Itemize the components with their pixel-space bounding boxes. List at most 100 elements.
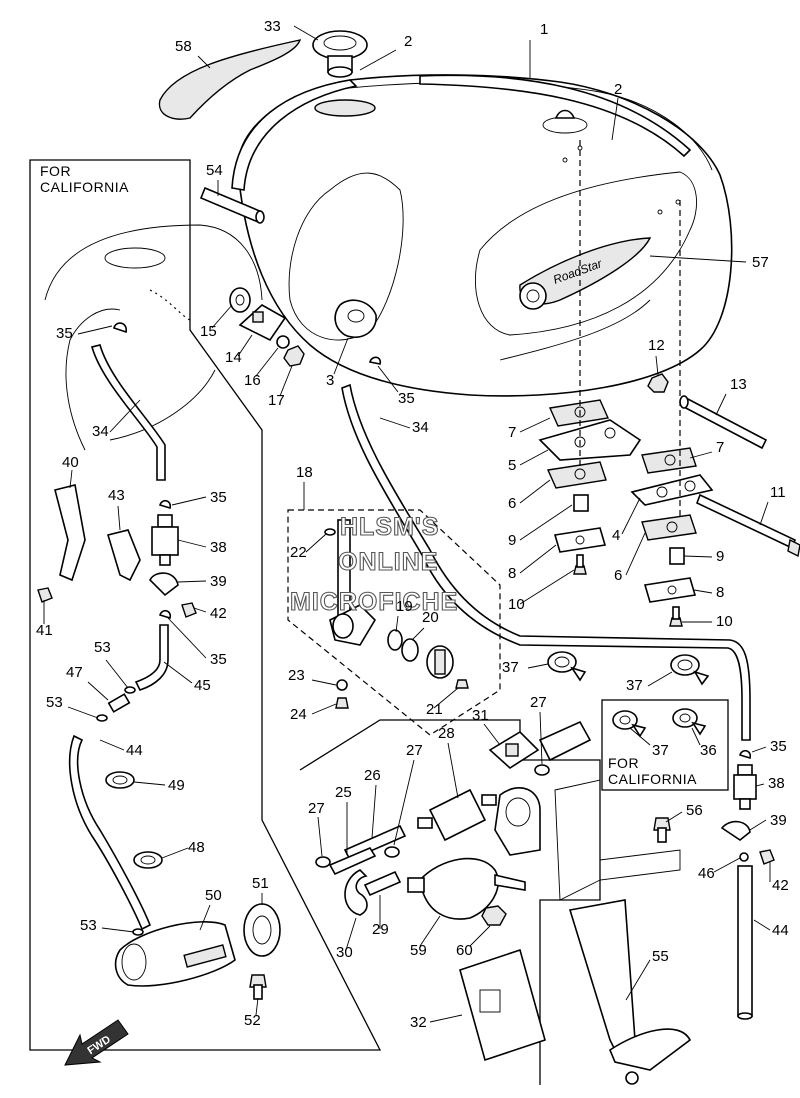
- plate-8-right: [643, 577, 697, 603]
- mount-nut: [283, 345, 305, 367]
- nut-12: [647, 373, 669, 393]
- california-box-border: [601, 699, 729, 791]
- leader-line-c49: [133, 781, 166, 786]
- bolt-10-left: [573, 554, 587, 575]
- leader-line-c16: [255, 347, 279, 377]
- leader-line-c22: [305, 533, 327, 553]
- leader-line-c9b: [683, 555, 713, 558]
- callout-c5: 5: [508, 457, 516, 474]
- fuel-pump-bracket-55: [568, 899, 692, 1085]
- leader-line-c27a: [317, 816, 323, 857]
- leader-line-c35a: [77, 325, 113, 335]
- watermark: HLSM'S ONLINE MICROFICHE: [289, 512, 458, 616]
- leader-line-c8a: [519, 544, 557, 574]
- leader-line-c31: [483, 723, 501, 746]
- callout-c27a: 27: [308, 800, 325, 817]
- clip-35-tank: [368, 356, 382, 365]
- leader-line-c42a: [193, 607, 207, 613]
- callout-c23: 23: [288, 667, 305, 684]
- damper-7-left: [548, 399, 610, 427]
- leader-line-c35b: [377, 365, 399, 393]
- leader-line-c38b: [755, 783, 765, 787]
- callout-c24: 24: [290, 706, 307, 723]
- callout-c44a: 44: [126, 742, 143, 759]
- clip-37-california: [612, 710, 647, 738]
- callout-c28: 28: [438, 725, 455, 742]
- callout-c1: 1: [540, 21, 548, 38]
- california-hose-34: [91, 344, 166, 481]
- screw-41: [37, 587, 53, 603]
- bolt-56: [653, 817, 671, 843]
- leader-line-c2b: [611, 97, 619, 141]
- leader-line-c46: [713, 857, 741, 873]
- screw-42-right: [759, 849, 775, 865]
- callout-c18: 18: [296, 464, 313, 481]
- leader-line-c2a: [359, 49, 397, 71]
- leader-line-c45: [163, 661, 193, 684]
- callout-c27b: 27: [406, 742, 423, 759]
- california-box-title-line2: CALIFORNIA: [608, 771, 697, 787]
- callout-c57: 57: [752, 254, 769, 271]
- leader-line-c55: [625, 959, 651, 1001]
- callout-c11: 11: [770, 484, 786, 501]
- callout-c7a: 7: [508, 424, 516, 441]
- leader-line-c21: [433, 687, 459, 709]
- callout-c48: 48: [188, 839, 205, 856]
- callout-c29: 29: [372, 921, 389, 938]
- callout-c58: 58: [175, 38, 192, 55]
- callout-c49: 49: [168, 777, 185, 794]
- callout-c10a: 10: [508, 596, 525, 613]
- callout-c9b: 9: [716, 548, 724, 565]
- callout-c42b: 42: [772, 877, 789, 894]
- callout-c32: 32: [410, 1014, 427, 1031]
- callout-c37b: 37: [626, 677, 643, 694]
- watermark-line3: MICROFICHE: [290, 588, 458, 616]
- tank-mount-bracket: [238, 304, 287, 342]
- callout-c30: 30: [336, 944, 353, 961]
- fuel-hose-30: [344, 869, 368, 916]
- leader-line-c53b: [67, 706, 99, 719]
- joint-47: [107, 693, 131, 713]
- leader-line-c57: [649, 255, 747, 263]
- leader-line-c39a: [177, 580, 207, 583]
- callout-c14: 14: [225, 349, 242, 366]
- breather-hose-54: [199, 186, 265, 224]
- callout-c8b: 8: [716, 584, 724, 601]
- leader-line-c35e: [751, 746, 767, 753]
- bracket-43: [106, 529, 141, 582]
- leader-line-c27b: [393, 759, 415, 846]
- callout-c35e: 35: [770, 738, 787, 755]
- callout-c3: 3: [326, 372, 334, 389]
- fuel-cock-screw-24: [335, 697, 349, 709]
- leader-line-c52: [255, 997, 259, 1016]
- fuel-filler-cap: [312, 30, 368, 78]
- leader-line-c8b: [693, 589, 713, 594]
- bolt-52: [249, 974, 267, 1000]
- leader-line-c3: [333, 337, 349, 375]
- california-box-title-line1: FOR: [608, 755, 639, 771]
- leader-line-c53c: [101, 927, 135, 933]
- leader-line-c60: [469, 925, 491, 947]
- callout-c33: 33: [264, 18, 281, 35]
- hose-44-right: [737, 865, 753, 1020]
- rear-mount-bracket-right: [630, 474, 714, 506]
- california-panel-title-line1: FOR: [40, 163, 71, 179]
- leader-line-c5: [519, 449, 549, 466]
- leader-line-c59: [419, 915, 441, 947]
- tank-side-stripe-left: [231, 79, 358, 191]
- damper-6-left: [546, 461, 607, 489]
- leader-line-c14: [237, 334, 253, 357]
- watermark-line2: ONLINE: [338, 548, 438, 576]
- fuel-cock-lever: [426, 645, 454, 679]
- clip-35-right: [739, 749, 752, 760]
- forward-direction-arrow: FWD: [64, 1019, 129, 1066]
- leader-line-c12: [655, 355, 659, 376]
- leader-line-c36: [691, 727, 701, 746]
- clip-49: [105, 771, 135, 789]
- callout-c31: 31: [472, 707, 489, 724]
- callout-c22: 22: [290, 544, 307, 561]
- leader-line-c7b: [689, 451, 713, 459]
- leader-lines: [43, 25, 771, 1023]
